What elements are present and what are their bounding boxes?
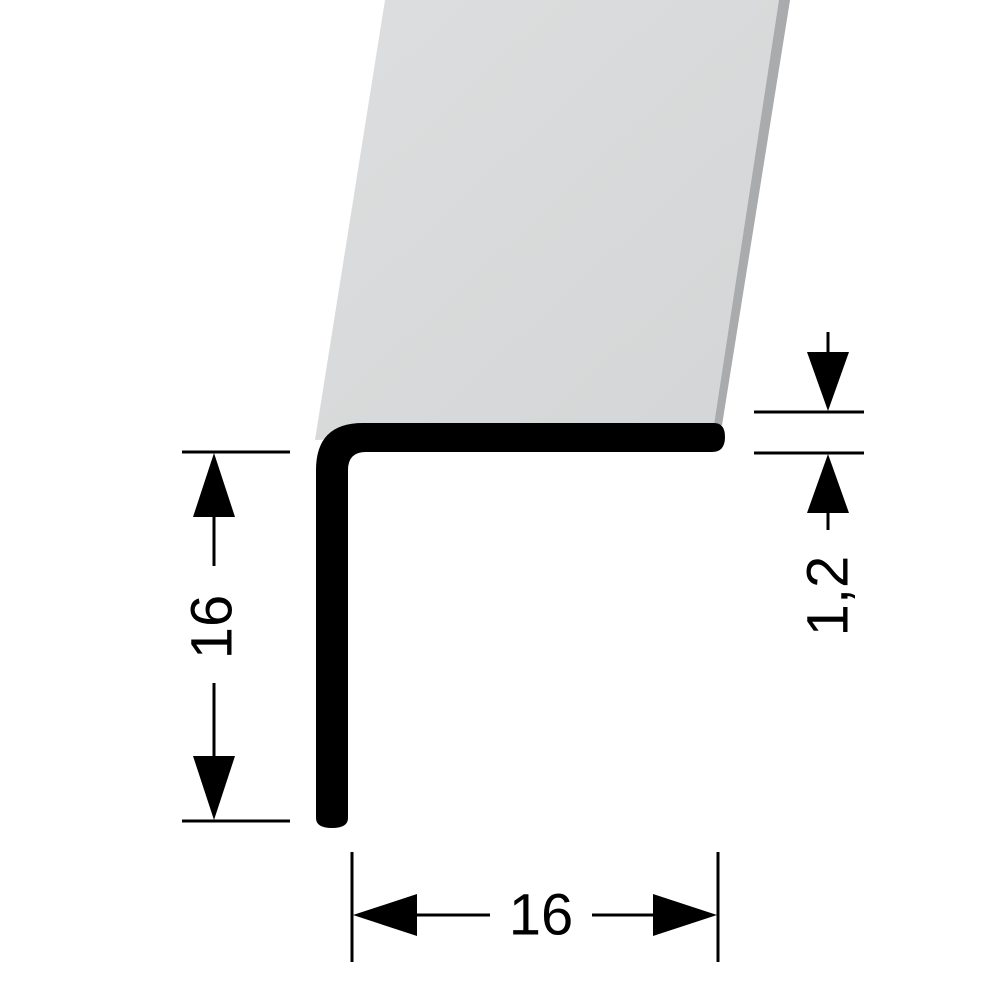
width-dimension-label: 16 xyxy=(509,883,574,948)
thickness-arrow-down xyxy=(807,352,849,411)
height-dimension xyxy=(182,450,290,823)
thickness-dimension-label: 1,2 xyxy=(796,556,861,637)
thickness-dimension xyxy=(754,332,864,530)
width-dimension xyxy=(350,852,720,962)
height-arrow-down xyxy=(193,756,235,820)
profile-top-surface xyxy=(315,0,790,440)
l-profile-section xyxy=(316,423,725,828)
thickness-arrow-up xyxy=(807,454,849,513)
profile-surface-edge xyxy=(714,0,790,425)
height-arrow-up xyxy=(193,453,235,517)
width-arrow-right xyxy=(653,894,717,936)
width-arrow-left xyxy=(353,894,417,936)
height-dimension-label: 16 xyxy=(180,595,245,660)
